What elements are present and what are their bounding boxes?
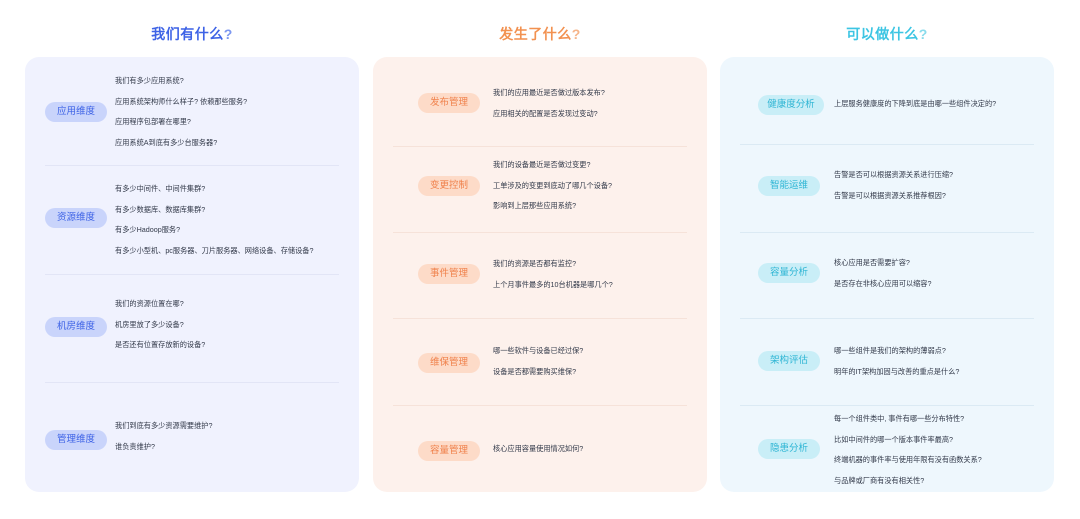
question-item: 我们的资源是否都有监控? — [493, 259, 577, 268]
panel-what-we-have: 应用维度 我们有多少应用系统? 应用系统架构师什么样子? 依赖那些服务? 应用程… — [25, 57, 359, 492]
divider — [393, 318, 687, 319]
question-list: 我们的应用最近是否做过版本发布? 应用相关的配置是否发现过变动? — [493, 83, 605, 124]
question-item: 有多少Hadoop服务? — [115, 225, 181, 234]
divider — [740, 318, 1034, 319]
divider — [393, 232, 687, 233]
column-title-happened: 发生了什么? — [373, 24, 707, 44]
question-item: 我们的设备最近是否做过变更? — [493, 160, 591, 169]
question-item: 应用程序包部署在哪里? — [115, 117, 191, 126]
column-title-have-text: 我们有什么 — [151, 26, 224, 42]
question-item: 哪一些组件是我们的架构的薄弱点? — [834, 346, 946, 355]
question-item: 告警是否可以根据资源关系进行压缩? — [834, 170, 953, 179]
question-item: 我们的应用最近是否做过版本发布? — [493, 88, 605, 97]
question-list: 我们的资源是否都有监控? 上个月事件最多的10台机器是哪几个? — [493, 254, 613, 295]
divider — [45, 165, 339, 166]
pill-warranty-management: 维保管理 — [418, 353, 480, 373]
question-list: 告警是否可以根据资源关系进行压缩? 告警是可以根据资源关系推荐根因? — [834, 165, 953, 206]
question-item: 我们有多少应用系统? — [115, 76, 184, 85]
question-item: 有多少中间件、中间件集群? — [115, 184, 206, 193]
pill-resource-dimension: 资源维度 — [45, 208, 107, 228]
divider — [740, 232, 1034, 233]
question-list: 哪一些组件是我们的架构的薄弱点? 明年的IT架构加固与改善的重点是什么? — [834, 341, 959, 382]
pill-application-dimension: 应用维度 — [45, 102, 107, 122]
question-item: 有多少数据库、数据库集群? — [115, 204, 206, 214]
question-item: 应用系统架构师什么样子? 依赖那些服务? — [115, 96, 248, 106]
question-item: 核心应用是否需要扩容? — [834, 258, 910, 267]
question-list: 哪一些软件与设备已经过保? 设备是否都需要购买维保? — [493, 341, 583, 382]
panel-what-can-do: 健康度分析 上层服务健康度的下降到底是由哪一些组件决定的? 智能运维 告警是否可… — [720, 57, 1054, 492]
pill-change-control: 变更控制 — [418, 176, 480, 196]
divider — [740, 144, 1034, 145]
question-item: 影响到上层那些应用系统? — [493, 201, 577, 210]
question-list: 我们的资源位置在哪? 机房里放了多少设备? 是否还有位置存放新的设备? — [115, 294, 205, 356]
pill-capacity-analysis: 容量分析 — [758, 263, 820, 283]
column-title-happened-q: ? — [571, 26, 581, 42]
question-item: 告警是可以根据资源关系推荐根因? — [834, 190, 946, 200]
question-item: 设备是否都需要购买维保? — [493, 366, 577, 376]
column-title-can-do-q: ? — [918, 26, 928, 42]
question-item: 哪一些软件与设备已经过保? — [493, 346, 584, 355]
pill-architecture-assessment: 架构评估 — [758, 351, 820, 371]
question-item: 工单涉及的变更到底动了哪几个设备? — [493, 180, 612, 190]
divider — [740, 405, 1034, 406]
divider — [393, 405, 687, 406]
question-list: 核心应用是否需要扩容? 是否存在非核心应用可以缩容? — [834, 253, 931, 294]
divider — [393, 146, 687, 147]
pill-event-management: 事件管理 — [418, 264, 480, 284]
question-item: 是否还有位置存放新的设备? — [115, 340, 206, 349]
question-item: 上个月事件最多的10台机器是哪几个? — [493, 279, 613, 289]
question-list: 我们的设备最近是否做过变更? 工单涉及的变更到底动了哪几个设备? 影响到上层那些… — [493, 155, 612, 217]
question-item: 上层服务健康度的下降到底是由哪一些组件决定的? — [834, 99, 997, 108]
question-item: 我们的资源位置在哪? — [115, 299, 184, 308]
column-title-can-do-text: 可以做什么 — [846, 26, 919, 42]
question-item: 核心应用容量使用情况如何? — [493, 444, 584, 453]
column-title-have: 我们有什么? — [25, 24, 359, 44]
question-item: 明年的IT架构加固与改善的重点是什么? — [834, 366, 960, 376]
panel-what-happened: 发布管理 我们的应用最近是否做过版本发布? 应用相关的配置是否发现过变动? 变更… — [373, 57, 707, 492]
question-item: 是否存在非核心应用可以缩容? — [834, 278, 932, 288]
pill-risk-analysis: 隐患分析 — [758, 439, 820, 459]
question-item: 我们到底有多少资源需要维护? — [115, 421, 213, 430]
question-item: 机房里放了多少设备? — [115, 319, 184, 329]
column-title-can-do: 可以做什么? — [720, 24, 1054, 44]
question-item: 比如中间件的哪一个版本事件率最高? — [834, 434, 953, 444]
pill-management-dimension: 管理维度 — [45, 430, 107, 450]
question-item: 有多少小型机、pc服务器、刀片服务器、网络设备、存储设备? — [115, 245, 314, 255]
question-list: 每一个组件类中, 事件有哪一些分布特性? 比如中间件的哪一个版本事件率最高? 终… — [834, 409, 982, 491]
question-list: 有多少中间件、中间件集群? 有多少数据库、数据库集群? 有多少Hadoop服务?… — [115, 179, 313, 261]
question-item: 谁负责维护? — [115, 441, 155, 451]
divider — [45, 382, 339, 383]
question-list: 核心应用容量使用情况如何? — [493, 439, 583, 460]
question-item: 终端机器的事件率与使用年限有没有函数关系? — [834, 455, 982, 464]
column-title-have-q: ? — [223, 26, 233, 42]
question-item: 应用相关的配置是否发现过变动? — [493, 108, 598, 118]
pill-intelligent-ops: 智能运维 — [758, 176, 820, 196]
question-list: 我们到底有多少资源需要维护? 谁负责维护? — [115, 416, 212, 457]
question-list: 上层服务健康度的下降到底是由哪一些组件决定的? — [834, 94, 996, 115]
question-list: 我们有多少应用系统? 应用系统架构师什么样子? 依赖那些服务? 应用程序包部署在… — [115, 71, 247, 153]
pill-health-analysis: 健康度分析 — [758, 95, 824, 115]
question-item: 应用系统A到底有多少台服务器? — [115, 137, 218, 147]
divider — [45, 274, 339, 275]
question-item: 与品牌或厂商有没有相关性? — [834, 475, 925, 485]
pill-capacity-management: 容量管理 — [418, 441, 480, 461]
pill-release-management: 发布管理 — [418, 93, 480, 113]
column-title-happened-text: 发生了什么 — [499, 26, 572, 42]
question-item: 每一个组件类中, 事件有哪一些分布特性? — [834, 414, 965, 423]
pill-datacenter-dimension: 机房维度 — [45, 317, 107, 337]
